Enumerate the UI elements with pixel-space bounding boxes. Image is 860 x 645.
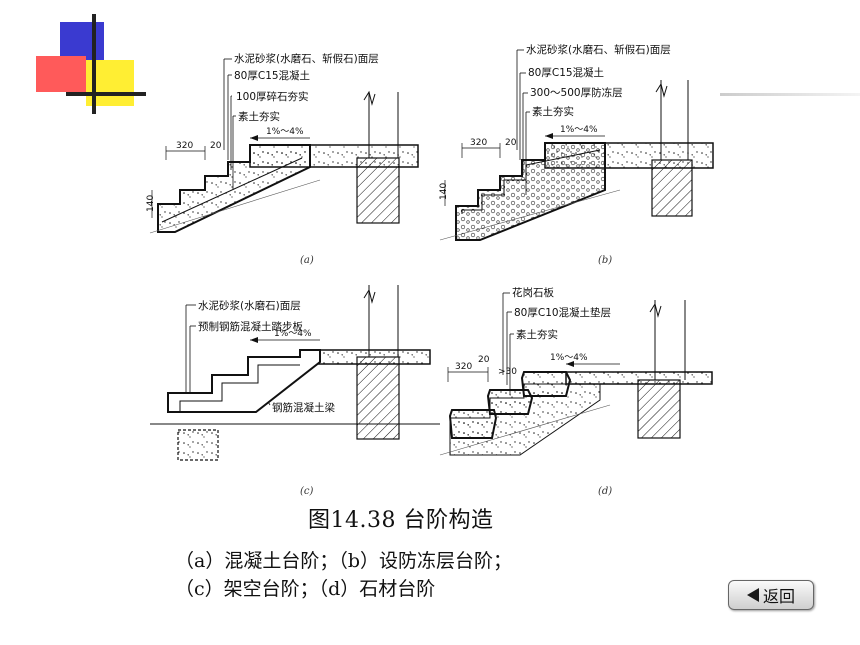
back-button[interactable]: 返回	[728, 580, 814, 610]
dim-a-320: 320	[176, 141, 193, 151]
detail-d: 花岗石板 80厚C10混凝土垫层 素土夯实 1%～4% 320 20 >30 (…	[439, 286, 713, 497]
slope-label-d: 1%～4%	[550, 353, 588, 363]
caption-line-1: （a）混凝土台阶；（b）设防冻层台阶；	[175, 550, 512, 572]
label-b-1: 水泥砂浆(水磨石、斩假石)面层	[526, 43, 671, 56]
label-c-1: 水泥砂浆(水磨石)面层	[198, 299, 301, 312]
figure-title: 图14.38 台阶构造	[308, 508, 494, 533]
label-a-4: 素土夯实	[238, 110, 280, 123]
dim-a-20: 20	[210, 141, 222, 151]
label-a-2: 80厚C15混凝土	[234, 69, 310, 82]
dim-a-140: 140	[146, 195, 156, 212]
dim-d-30: >30	[498, 367, 517, 377]
label-c-3: 钢筋混凝土梁	[272, 401, 335, 414]
label-d-3: 素土夯实	[516, 328, 558, 341]
label-d-2: 80厚C10混凝土垫层	[514, 306, 611, 319]
dim-d-20: 20	[478, 355, 490, 365]
left-triangle-icon	[746, 588, 759, 602]
label-c-2: 预制钢筋混凝土踏步板	[198, 320, 303, 333]
label-b-2: 80厚C15混凝土	[528, 66, 604, 79]
slope-label-a: 1%～4%	[266, 127, 304, 137]
slope-label-c: 1%～4%	[274, 329, 312, 339]
sublabel-d: (d)	[598, 486, 612, 497]
label-b-3: 300～500厚防冻层	[530, 86, 623, 99]
label-a-3: 100厚碎石夯实	[236, 90, 309, 103]
label-b-4: 素土夯实	[532, 105, 574, 118]
dim-b-20: 20	[505, 138, 517, 148]
detail-c: 水泥砂浆(水磨石)面层 预制钢筋混凝土踏步板 钢筋混凝土梁 1%～4% (c)	[150, 285, 440, 497]
detail-b: 水泥砂浆(水磨石、斩假石)面层 80厚C15混凝土 300～500厚防冻层 素土…	[439, 43, 714, 266]
dim-d-320: 320	[455, 362, 472, 372]
label-a-1: 水泥砂浆(水磨石、斩假石)面层	[234, 52, 379, 65]
dim-b-140: 140	[439, 183, 449, 200]
sublabel-c: (c)	[300, 486, 314, 497]
slope-label-b: 1%～4%	[560, 125, 598, 135]
sublabel-a: (a)	[300, 255, 314, 266]
sublabel-b: (b)	[598, 255, 612, 266]
dim-b-320: 320	[470, 138, 487, 148]
corner-decoration	[30, 14, 160, 114]
header-divider	[720, 93, 860, 96]
label-d-1: 花岗石板	[512, 286, 554, 299]
detail-a: 水泥砂浆(水磨石、斩假石)面层 80厚C15混凝土 100厚碎石夯实 素土夯实 …	[146, 52, 419, 266]
back-button-label: 返回	[762, 587, 795, 606]
caption-line-2: （c）架空台阶；（d）石材台阶	[175, 578, 436, 600]
